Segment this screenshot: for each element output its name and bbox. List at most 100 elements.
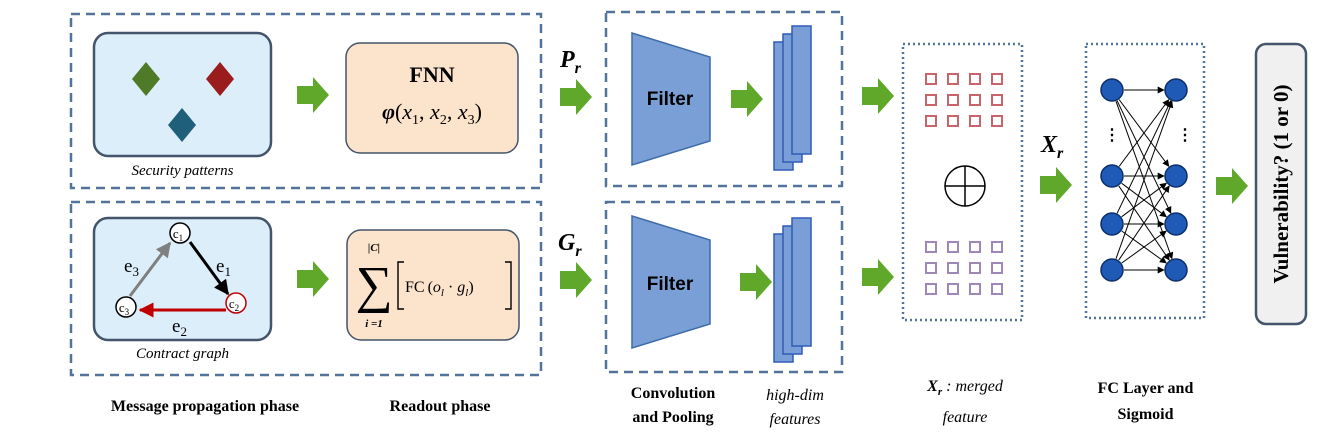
purple-square-7 [969,262,981,274]
red-square-3 [969,73,981,85]
flow-arrow-8 [862,259,894,295]
security-patterns-panel [92,31,273,158]
top-conv-box [604,10,844,188]
fc-neurons [1100,78,1188,282]
output-label: Vulnerability? (1 or 0) [1269,85,1293,284]
top-feature-maps [773,25,812,171]
sum-lower-limit: i =1 [365,318,383,330]
red-square-4 [991,73,1003,85]
fc-neuron-4 [1100,258,1124,282]
fnn-title: FNN [409,62,454,87]
top-filter-shape [631,31,711,167]
fc-edge-13 [1115,100,1174,259]
red-square-12 [991,115,1003,127]
flow-arrow-10 [1216,168,1248,204]
bottom-filter-shape [631,214,711,350]
fc-edge-15 [1121,230,1167,264]
flow-arrow-2 [297,261,329,297]
fc-line1: FC Layer and [1097,380,1194,397]
flow-arrow-9 [1040,167,1072,203]
fc-right-ellipsis: ⋮ [1177,127,1193,144]
top-feature-squares [925,73,1003,127]
highdim-line2: features [769,411,821,428]
readout-sum-box [346,229,520,341]
red-square-5 [925,94,937,106]
teal-diamond-icon [168,108,196,142]
sum-symbol: ∑ [355,257,392,314]
conv-line1: Convolution [630,385,716,402]
highdim-line1: high-dim [766,387,824,404]
bottom-filter-label: Filter [647,274,694,295]
purple-square-12 [991,283,1003,295]
flow-arrow-4 [560,262,592,298]
fc-edge-9 [1116,100,1172,214]
purple-square-1 [925,241,937,253]
fc-edge-5 [1118,99,1170,167]
readout-phase-label: Readout phase [389,398,491,415]
flow-arrow-3 [560,79,592,115]
conv-line2: and Pooling [632,409,714,426]
flow-arrow-7 [862,78,894,114]
flow-arrow-6 [740,264,772,300]
purple-square-10 [947,283,959,295]
flow-arrow-1 [297,77,329,113]
sum-upper-limit: |C| [368,242,380,254]
red-square-2 [947,73,959,85]
merged-line1: Xr : merged [927,378,1003,399]
edge-e3-arrow [128,241,172,297]
edge-e2-label: e2 [172,316,187,339]
fc-line2: Sigmoid [1117,406,1174,423]
graph-node-c3 [115,296,137,318]
red-square-1 [925,73,937,85]
red-square-6 [947,94,959,106]
bottom-conv-box [604,200,844,374]
fc-neuron-1 [1100,78,1124,102]
red-diamond-icon [206,62,234,96]
left-bracket [397,261,404,310]
bottom-feature-maps [773,217,812,363]
fc-neuron-7 [1164,212,1188,236]
fc-neuron-2 [1100,164,1124,188]
fc-layer-box [1084,42,1206,320]
purple-square-3 [969,241,981,253]
merged-feature-box [901,42,1024,322]
top-filter-label: Filter [647,89,694,110]
graph-node-c1 [169,222,191,244]
red-square-8 [991,94,1003,106]
fc-left-ellipsis: ⋮ [1104,127,1120,144]
graph-node-c2 [225,292,247,314]
contract-graph-panel [92,216,273,342]
red-square-11 [969,115,981,127]
purple-square-5 [925,262,937,274]
pr-label: Pr [559,47,582,77]
gr-label: Gr [558,230,582,260]
merged-line2: feature [942,409,988,427]
top-phase-box [69,12,543,190]
fc-edge-14 [1118,185,1170,261]
fnn-box [345,42,519,154]
node-c3-label: c3 [119,300,130,317]
fc-connections [1115,86,1174,274]
right-bracket [505,261,512,310]
edge-e1-arrow [188,241,230,296]
fc-edge-10 [1121,182,1167,218]
bottom-feature-squares [925,241,1003,295]
conv-pooling-label: Convolution and Pooling [598,382,748,430]
purple-square-2 [947,241,959,253]
purple-square-4 [991,241,1003,253]
fc-neuron-5 [1164,78,1188,102]
fc-neuron-3 [1100,212,1124,236]
highdim-label: high-dim features [745,384,845,432]
bottom-phase-box [69,200,543,377]
edge-e3-label: e3 [124,256,139,279]
readout-fc-term: FC(ol · gl) [405,279,474,299]
fnn-formula: φ(x1, x2, x3) [382,99,482,128]
xr-label: Xr [1040,132,1064,162]
flow-arrow-5 [731,81,763,117]
red-square-10 [947,115,959,127]
purple-square-8 [991,262,1003,274]
merged-feature-label: Xr : merged feature [895,374,1035,430]
red-square-9 [925,115,937,127]
red-square-7 [969,94,981,106]
